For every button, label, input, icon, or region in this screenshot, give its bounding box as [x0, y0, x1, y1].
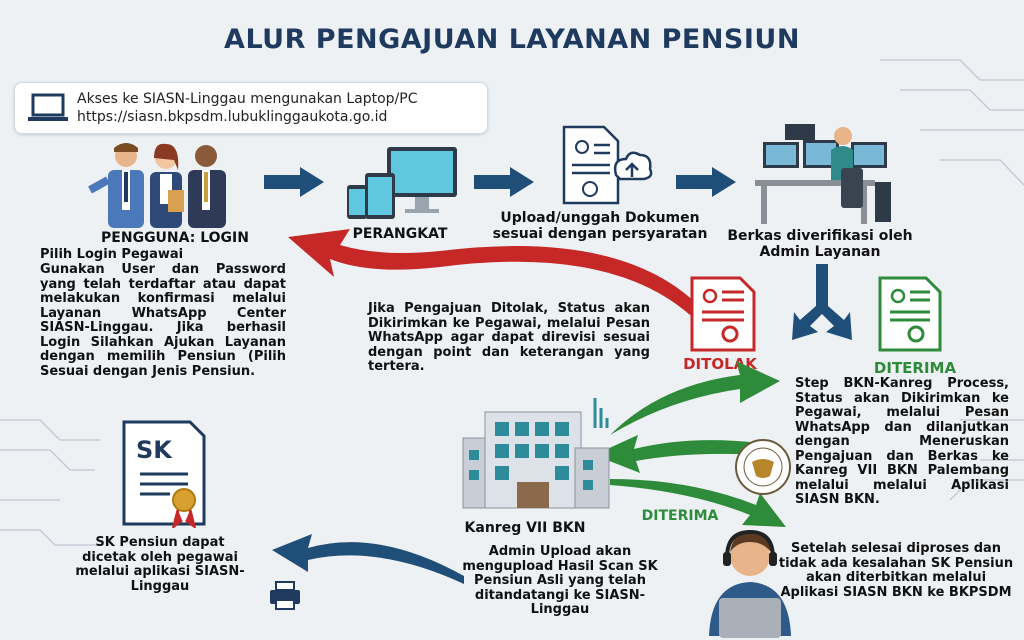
- split-arrow-icon: [792, 264, 852, 340]
- verify-label: Berkas diverifikasi oleh Admin Layanan: [727, 228, 913, 260]
- arrow-right-icon: [264, 167, 324, 197]
- laptop-icon: [28, 93, 68, 121]
- access-url[interactable]: https://siasn.bkpsdm.lubuklinggaukota.go…: [77, 109, 388, 125]
- access-box: Akses ke SIASN-Linggau mengunakan Laptop…: [14, 82, 488, 134]
- kanreg-accepted-label: DITERIMA: [641, 508, 719, 524]
- users-icon: [88, 143, 226, 228]
- sk-certificate-icon: SK: [120, 420, 208, 528]
- arrow-right-icon: [676, 167, 736, 197]
- accepted-badge: DITERIMA: [873, 359, 957, 377]
- kanreg-label: Kanreg VII BKN: [464, 520, 586, 536]
- document-upload-icon: [562, 125, 653, 205]
- sk-description: SK Pensiun dapat dicetak oleh pegawai me…: [75, 535, 245, 594]
- green-flow-arrows: [594, 361, 786, 527]
- accepted-description: Step BKN-Kanreg Process, Status akan Dik…: [795, 376, 1009, 507]
- return-arrow-icon: [272, 534, 464, 584]
- devices-icon: [347, 147, 457, 219]
- login-heading: Pilih Login Pegawai: [40, 247, 184, 262]
- accepted-document-icon: [878, 276, 942, 352]
- building-icon: [462, 398, 610, 509]
- login-description: Gunakan User dan Password yang telah ter…: [40, 262, 286, 379]
- support-agent-icon: [709, 529, 791, 638]
- rejected-description: Jika Pengajuan Ditolak, Status akan Diki…: [368, 301, 650, 374]
- issued-description: Setelah selesai diproses dan tidak ada k…: [778, 541, 1014, 600]
- login-label: PENGGUNA: LOGIN: [101, 230, 249, 246]
- sk-icon-text: SK: [136, 436, 172, 464]
- device-label: PERANGKAT: [352, 226, 448, 242]
- admin-upload-description: Admin Upload akan mengupload Hasil Scan …: [462, 544, 658, 617]
- arrow-right-icon: [474, 167, 534, 197]
- page-title: ALUR PENGAJUAN LAYANAN PENSIUN: [224, 24, 800, 55]
- printer-icon: [270, 581, 300, 610]
- admin-workstation-icon: [755, 124, 891, 224]
- access-text: Akses ke SIASN-Linggau mengunakan Laptop…: [77, 91, 418, 107]
- upload-label: Upload/unggah Dokumen sesuai dengan pers…: [492, 210, 708, 242]
- rejected-document-icon: [690, 276, 756, 352]
- bkn-seal-logo: [735, 439, 791, 495]
- rejected-return-arrow: [288, 229, 698, 315]
